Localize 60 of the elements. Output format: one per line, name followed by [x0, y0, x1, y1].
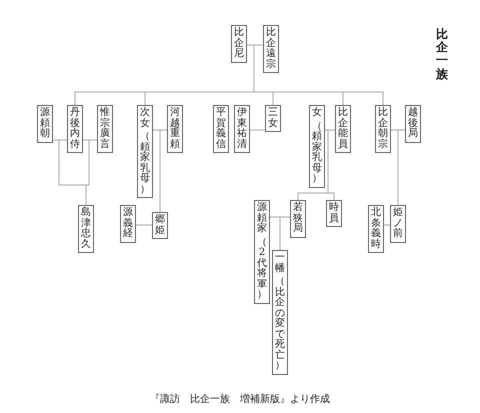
caption: 『諏訪 比企一族 増補新版』より作成	[149, 392, 331, 407]
note-text: （頼家乳母）	[312, 122, 322, 184]
name-box	[137, 105, 153, 198]
family-line	[280, 216, 290, 250]
name-box	[167, 105, 183, 153]
person-name: 比企朝宗	[378, 108, 388, 150]
person-name: 三女	[268, 108, 278, 129]
person-name: 次女	[140, 108, 150, 129]
note-text: （比企の変で死亡）	[275, 277, 285, 372]
name-box	[368, 205, 384, 253]
name-box	[290, 200, 306, 238]
person-name: 女	[312, 108, 322, 118]
person-name: 平賀義信	[216, 108, 226, 150]
person-name: 越後局	[408, 108, 418, 140]
person-name: 若狭局	[293, 203, 303, 234]
name-box	[326, 200, 342, 227]
person-name: 北条義時	[371, 208, 381, 250]
person-name: 惟宗廣言	[100, 108, 110, 150]
family-line	[328, 130, 336, 200]
name-box	[37, 105, 53, 142]
name-box	[120, 205, 136, 242]
person-name: 比企尼	[234, 28, 244, 60]
family-line	[384, 224, 390, 226]
family-line	[390, 130, 398, 206]
note-text: （頼家乳母）	[140, 132, 150, 195]
person-name: 姫ノ前	[393, 208, 403, 240]
person-name: 源義経	[123, 208, 133, 240]
person-name: 比企能員	[338, 108, 348, 150]
family-line	[136, 224, 152, 226]
family-line	[86, 140, 98, 206]
name-box	[231, 25, 247, 62]
person-name: 島津忠久	[81, 208, 91, 250]
name-box	[67, 105, 83, 153]
person-name: 伊東祐清	[237, 108, 247, 150]
title: 比企一族	[436, 28, 448, 81]
name-box	[78, 205, 94, 253]
family-line	[254, 44, 384, 106]
person-name: 源頼家	[257, 203, 267, 234]
person-name: 比企遠宗	[266, 28, 276, 70]
name-box	[213, 105, 229, 153]
note-text: （2代将軍）	[257, 238, 267, 300]
name-box	[405, 105, 421, 142]
person-name: 郷姫	[155, 215, 165, 236]
name-box	[265, 105, 281, 132]
family-line	[160, 130, 168, 212]
name-box	[97, 105, 113, 153]
person-name: 丹後内侍	[70, 108, 80, 150]
person-name: 河越重頼	[170, 108, 180, 150]
name-box	[234, 105, 250, 153]
name-box	[263, 25, 279, 73]
name-box	[272, 250, 288, 374]
name-box	[390, 205, 406, 242]
person-name: 一幡	[275, 253, 285, 274]
name-box	[335, 105, 351, 153]
name-box	[309, 105, 325, 188]
name-box	[152, 212, 168, 239]
name-box	[375, 105, 391, 153]
name-box	[254, 200, 270, 304]
person-name: 時員	[329, 203, 339, 224]
person-name: 源頼朝	[40, 108, 50, 140]
